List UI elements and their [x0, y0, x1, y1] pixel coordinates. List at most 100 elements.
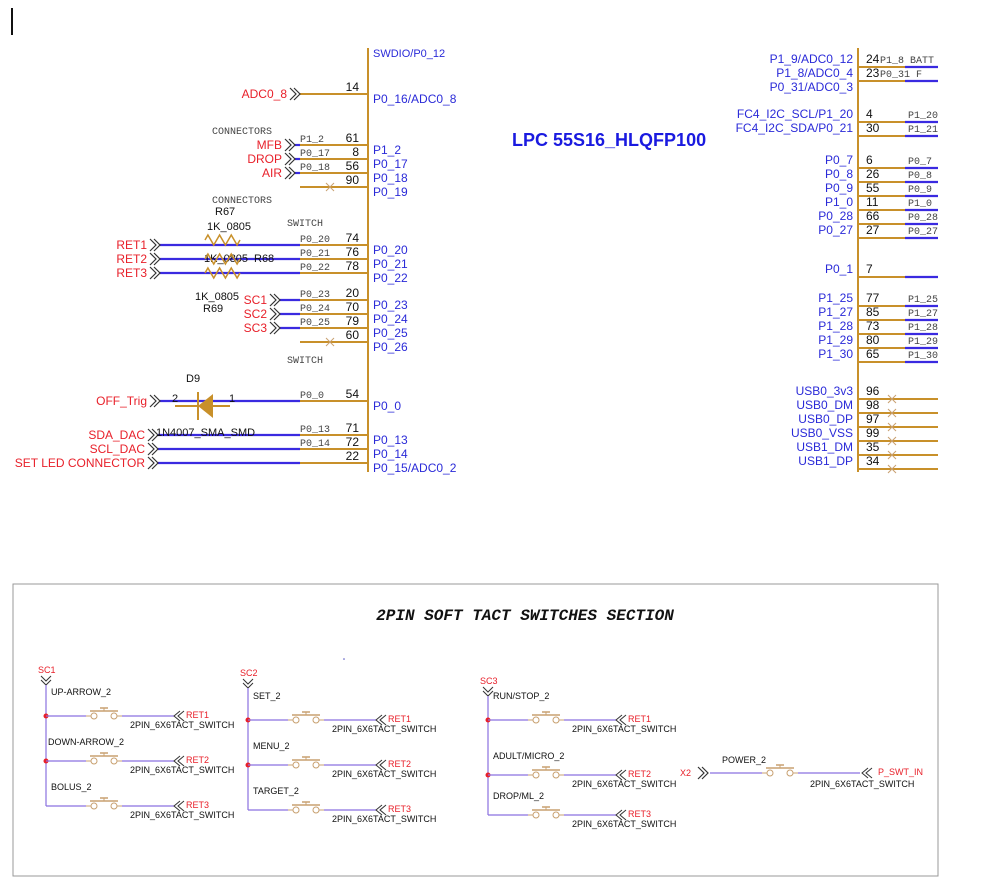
no-connect-icon [887, 436, 897, 446]
pin-name: P0_21 [373, 257, 408, 271]
pin-number: 14 [346, 80, 360, 94]
pin-name: P0_24 [373, 312, 408, 326]
pin-number: 70 [346, 300, 360, 314]
pin-number: 22 [346, 449, 360, 463]
pin-number: 78 [346, 259, 360, 273]
net-label: RET3 [116, 266, 147, 280]
pin-number: 26 [866, 167, 880, 181]
offpage-connector-icon [284, 166, 296, 180]
offpage-connector-icon [482, 686, 494, 697]
offpage-connector-icon [269, 307, 281, 321]
wire-label: P0_14 [300, 439, 330, 450]
switch-name: SET_2 [253, 691, 281, 701]
wire-label: P0_27 [908, 227, 938, 238]
resistor-value: 1K_0805 [195, 291, 239, 303]
offpage-connector-icon [147, 456, 159, 470]
switch-name: DOWN-ARROW_2 [48, 737, 124, 747]
net-label: AIR [262, 166, 282, 180]
ret-label: RET2 [388, 759, 411, 769]
offpage-connector-icon [173, 710, 185, 722]
text-cursor [11, 8, 13, 35]
offpage-connector-icon [147, 442, 159, 456]
switch-name: RUN/STOP_2 [493, 691, 549, 701]
pin-name: P0_15/ADC0_2 [373, 461, 457, 475]
pin-name: FC4_I2C_SDA/P0_21 [736, 121, 854, 135]
pin-name: P0_25 [373, 326, 408, 340]
pin-number: 80 [866, 333, 880, 347]
pin-name: P0_28 [818, 209, 853, 223]
pin-number: 74 [346, 231, 360, 245]
wire-label: P0_25 [300, 318, 330, 329]
diode-ref: D9 [186, 373, 200, 385]
wire-label: P0_28 [908, 213, 938, 224]
switch-part-label: 2PIN_6X6TACT_SWITCH [332, 814, 436, 824]
pin-name: P0_19 [373, 185, 408, 199]
net-label: P_SWT_IN [878, 767, 923, 777]
pin-number: 60 [346, 328, 360, 342]
resistor-symbols [204, 233, 241, 280]
pin-number: 55 [866, 181, 880, 195]
pin-name: USB0_3v3 [796, 384, 854, 398]
switch-group: SC1UP-ARROW_2RET12PIN_6X6TACT_SWITCHDOWN… [38, 665, 234, 820]
offpage-connector-icon [615, 809, 627, 821]
pin-name: P0_27 [818, 223, 853, 237]
pin-number: 90 [346, 173, 360, 187]
mcu-right-pin: P0_31/ADC0_3 [770, 80, 854, 94]
tact-switch-icon [762, 764, 798, 777]
pin-name: P1_9/ADC0_12 [770, 52, 854, 66]
net-label: ADC0_8 [242, 87, 288, 101]
resistor-ref: R68 [254, 253, 274, 265]
wire-label: P1_21 [908, 125, 938, 136]
no-connect-icon [887, 394, 897, 404]
switch-part-label: 2PIN_6X6TACT_SWITCH [332, 769, 436, 779]
pin-number: 4 [866, 107, 873, 121]
switch-part-label: 2PIN_6X6TACT_SWITCH [332, 724, 436, 734]
mcu-schematic: SWDIO/P0_12 LPC 55S16_HLQFP100 14P0_16/A… [15, 48, 938, 475]
switch-name: POWER_2 [722, 755, 766, 765]
mcu-right-pin: P1_30 65 P1_30 [818, 347, 938, 364]
pin-name: USB0_DP [798, 412, 853, 426]
offpage-connector-icon [861, 767, 873, 779]
pin-number: 79 [346, 314, 360, 328]
pin-name: P0_26 [373, 340, 408, 354]
pin-name: P0_18 [373, 171, 408, 185]
pin-name: P1_2 [373, 143, 401, 157]
offpage-connector-icon [40, 675, 52, 686]
pin-number: 98 [866, 398, 880, 412]
net-label: SC3 [244, 321, 268, 335]
pin-name: P1_30 [818, 347, 853, 361]
pin-name: P0_20 [373, 243, 408, 257]
ret-label: RET3 [628, 809, 651, 819]
offpage-connector-icon [615, 769, 627, 781]
wire-label: P1_30 [908, 351, 938, 362]
pin-name: P0_13 [373, 433, 408, 447]
tact-switch-icon [86, 797, 122, 810]
tact-switch-icon [288, 756, 324, 769]
pin-number: 72 [346, 435, 360, 449]
wire-label: P1_29 [908, 337, 938, 348]
switch-part-label: 2PIN_6X6TACT_SWITCH [130, 720, 234, 730]
pin-number: 65 [866, 347, 880, 361]
pin-number: 85 [866, 305, 880, 319]
pin-number: 27 [866, 223, 880, 237]
pin-number: 76 [346, 245, 360, 259]
